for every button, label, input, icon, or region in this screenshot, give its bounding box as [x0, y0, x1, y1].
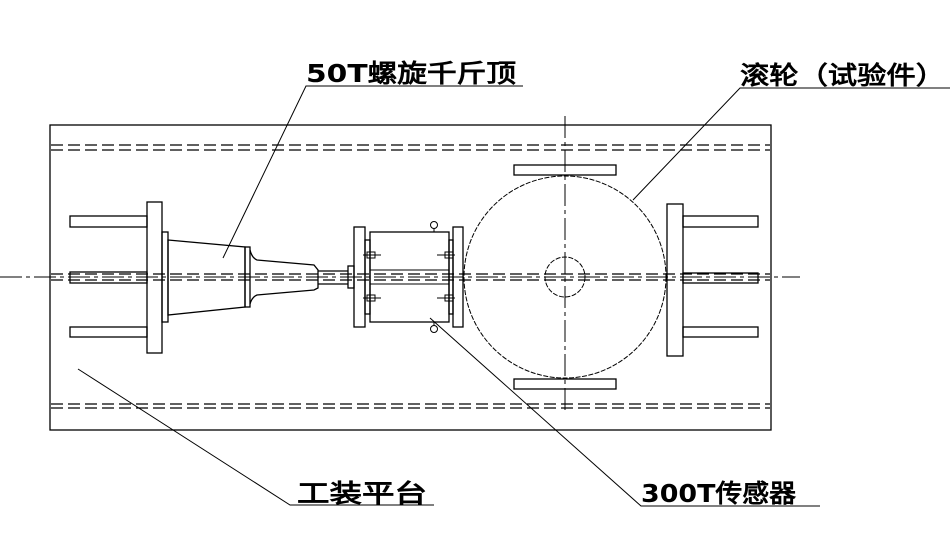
label-sensor: 300T传感器: [641, 479, 797, 508]
screw-jack: [161, 231, 355, 323]
bolt-icons: [363, 251, 455, 302]
right-support: [666, 203, 759, 357]
platform-rails: [51, 144, 770, 409]
shaft-hidden-lines: [51, 273, 770, 281]
leader-lines: [77, 85, 950, 507]
label-roller: 滚轮（试验件）: [740, 61, 945, 90]
label-platform: 工装平台: [297, 479, 427, 508]
roller: [463, 164, 667, 390]
load-sensor: [353, 221, 464, 333]
label-screw-jack: 50T螺旋千斤顶: [306, 59, 516, 88]
